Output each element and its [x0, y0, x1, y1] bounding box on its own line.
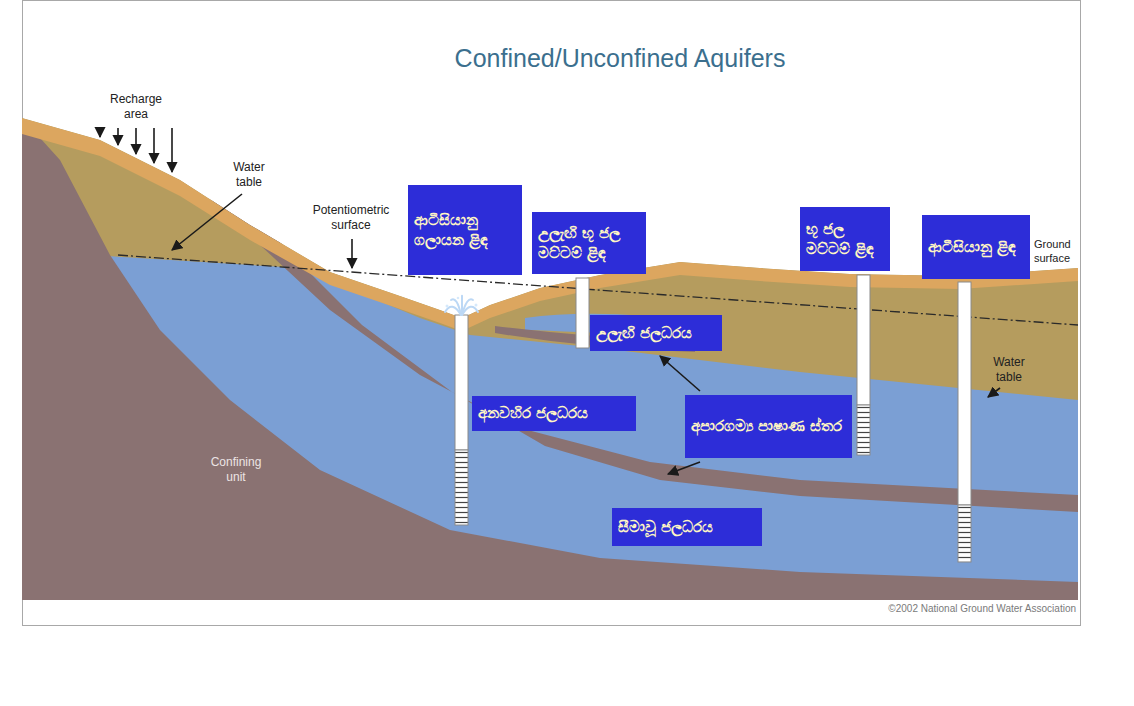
water-jet: [462, 307, 478, 315]
soil-layer: [22, 118, 1078, 331]
well-screen: [455, 450, 468, 525]
recharge-arrow: [117, 128, 119, 145]
leader-arrow: [351, 239, 353, 268]
water-drop: [457, 297, 460, 300]
leader-arrow: [172, 194, 242, 250]
confining-unit-label: Confining unit: [203, 455, 269, 485]
well-casing: [958, 282, 971, 505]
ground-surface-label: Ground surface: [1034, 238, 1080, 266]
water-table-label: Water table: [982, 355, 1036, 385]
water-jet: [451, 299, 461, 315]
confining-unit: [22, 118, 1078, 600]
recharge-label: Recharge area: [105, 92, 167, 122]
node-text: භූ ජල මට්ටම් ළිඳ: [806, 219, 884, 260]
confining-layer: [195, 185, 1078, 512]
cross-section: [22, 100, 1078, 600]
leader-arrow: [660, 356, 700, 391]
recharge-arrow: [153, 128, 155, 163]
well-casing: [455, 315, 468, 450]
diagram-title: Confined/Unconfined Aquifers: [420, 44, 820, 73]
well-casing: [576, 278, 589, 348]
node-text: උලැඟි භූ ජල මට්ටම් ළිඳ: [538, 223, 640, 264]
flowing-water: [445, 296, 478, 315]
potentiometric-label: Potentiometric surface: [300, 203, 402, 233]
node-text: අපාරගම්‍ය පාෂාණ ස්තර: [691, 416, 846, 436]
wells: [455, 275, 971, 562]
node-text: අනවහිර ජලධරය: [478, 403, 630, 423]
node-text: සීමාවූ ජලධරය: [618, 517, 756, 537]
recharge-arrow: [171, 128, 173, 172]
water-table-label: Water table: [222, 160, 276, 190]
aquifer-label-box: සීමාවූ ජලධරය: [612, 508, 762, 546]
leader-arrow: [668, 462, 700, 474]
layer-label-box: අපාරගම්‍ය පාෂාණ ස්තර: [685, 395, 852, 458]
node-text: ආටීසියානු ගලායන ළිඳ: [414, 210, 516, 251]
recharge-arrow: [135, 128, 137, 154]
well-casing: [857, 275, 870, 405]
well-label-box: භූ ජල මට්ටම් ළිඳ: [800, 207, 890, 271]
water-drop: [475, 304, 478, 307]
panel-frame: [23, 1, 1081, 626]
well-label-box: ආටීසියානු ළිඳ: [922, 215, 1030, 279]
water-drop: [446, 305, 449, 308]
well-screen: [958, 505, 971, 562]
unsaturated-zone: [22, 100, 1078, 600]
node-text: ආටීසියානු ළිඳ: [928, 237, 1024, 257]
node-text: උලැඟි ජලධරය: [596, 323, 716, 343]
well-label-box: උලැඟි භූ ජල මට්ටම් ළිඳ: [532, 212, 646, 274]
well-screen: [857, 405, 870, 455]
aquifer-label-box: අනවහිර ජලධරය: [472, 396, 636, 431]
well-label-box: ආටීසියානු ගලායන ළිඳ: [408, 185, 522, 275]
leader-arrows: [100, 128, 1000, 474]
copyright-note: ©2002 National Ground Water Association: [872, 603, 1076, 616]
leader-arrow: [988, 388, 1000, 397]
aquifer-label-box: උලැඟි ජලධරය: [590, 315, 722, 351]
recharge-arrow: [99, 128, 101, 137]
